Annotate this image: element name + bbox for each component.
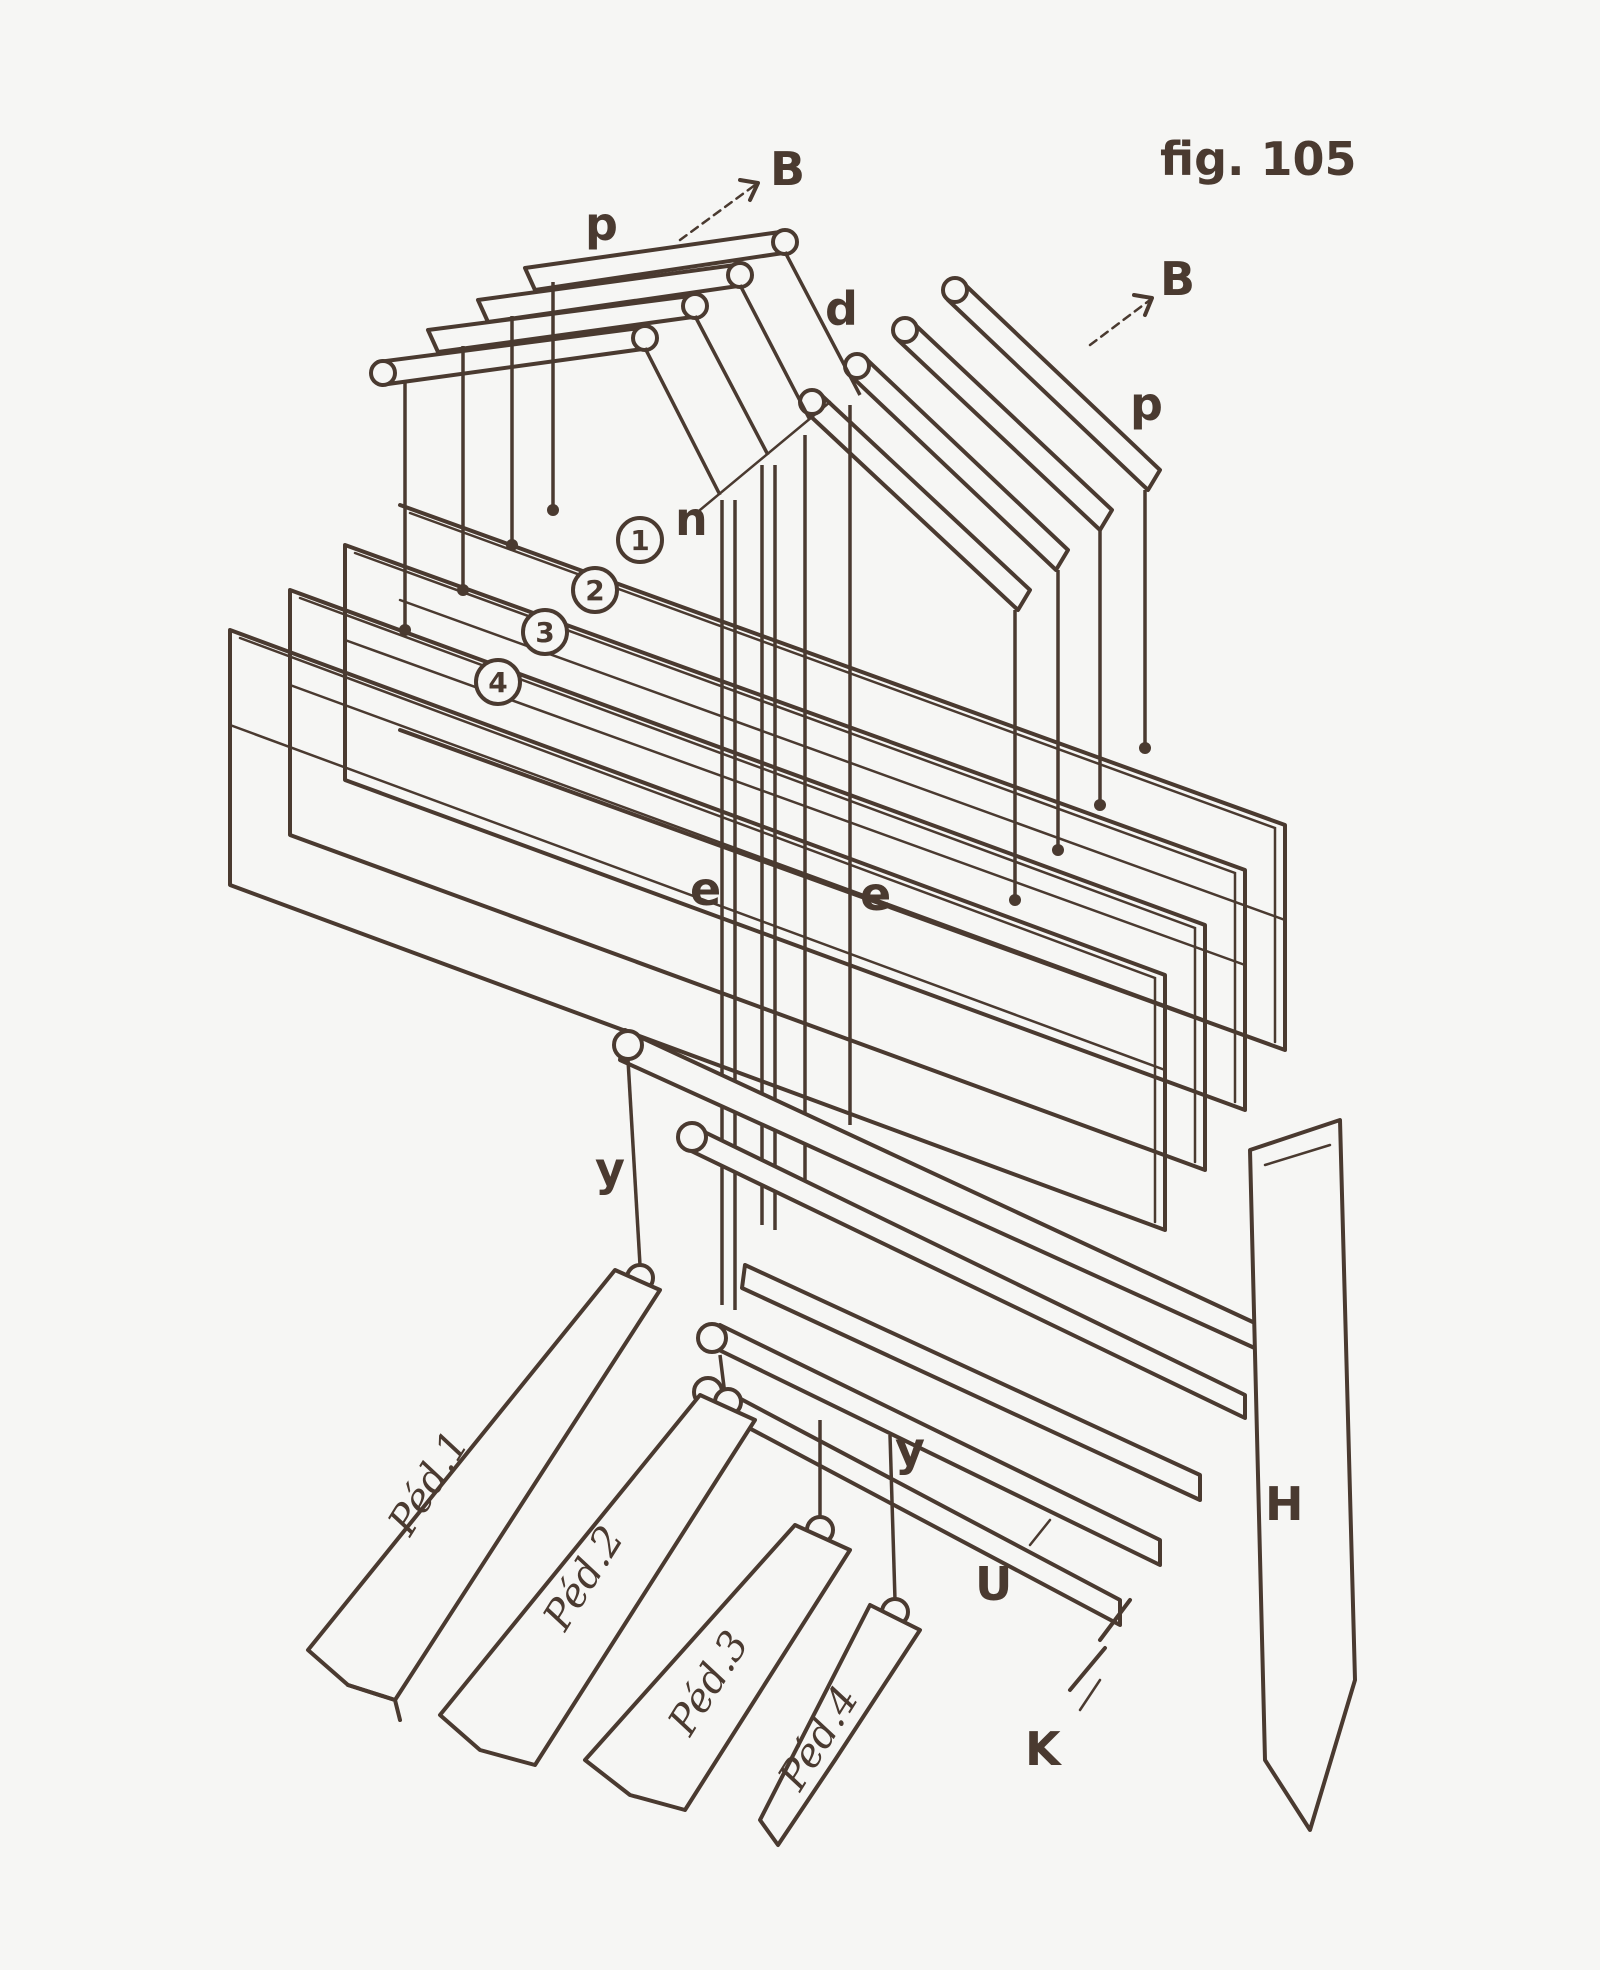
shaft-number-2: 2 — [571, 566, 619, 614]
label-p-right: p — [1130, 377, 1163, 431]
svg-text:Péd.4: Péd.4 — [769, 1678, 868, 1799]
label-n: n — [675, 492, 708, 546]
svg-text:1: 1 — [630, 524, 649, 557]
shaft-frame-3 — [288, 588, 1207, 1172]
label-y-right: y — [895, 1422, 925, 1476]
shaft-number-1: 1 — [616, 516, 664, 564]
upper-right-rollers — [698, 276, 1162, 612]
label-K: K — [1025, 1722, 1063, 1776]
shaft-numbers: 1 2 3 4 — [474, 516, 664, 706]
shaft-number-3: 3 — [521, 608, 569, 656]
label-y-left: y — [595, 1142, 625, 1196]
pedal-3: Péd.3 — [583, 1523, 852, 1812]
shaft-frame-4 — [228, 628, 1167, 1232]
frame-post — [1248, 1118, 1357, 1832]
label-B-left: B — [770, 142, 805, 196]
svg-text:2: 2 — [585, 574, 604, 607]
label-H: H — [1265, 1477, 1304, 1531]
label-p-left: p — [585, 197, 618, 251]
label-U: U — [975, 1557, 1012, 1611]
pedals: Péd.1 Péd.2 Péd.3 Péd.4 — [306, 1268, 922, 1847]
label-d: d — [825, 282, 858, 336]
pin — [1068, 1598, 1132, 1692]
svg-text:3: 3 — [535, 616, 554, 649]
diagram-labels: fig. 105 B B p p d n e e y y H U K — [585, 132, 1357, 1776]
shaft-frame-1 — [398, 503, 1287, 1052]
tie-up-cords — [403, 251, 1147, 1310]
upper-left-rollers — [369, 228, 799, 387]
label-e-right: e — [860, 867, 891, 921]
figure-title: fig. 105 — [1160, 132, 1357, 186]
lams — [612, 1028, 1272, 1627]
heddle-shaft-frames — [228, 503, 1287, 1232]
cord-attachment-points — [399, 504, 1151, 906]
arrows — [678, 178, 1154, 1712]
shaft-frame-2 — [343, 543, 1247, 1112]
label-e-left: e — [690, 862, 721, 916]
svg-text:4: 4 — [488, 666, 507, 699]
shaft-number-4: 4 — [474, 658, 522, 706]
label-B-right: B — [1160, 252, 1195, 306]
